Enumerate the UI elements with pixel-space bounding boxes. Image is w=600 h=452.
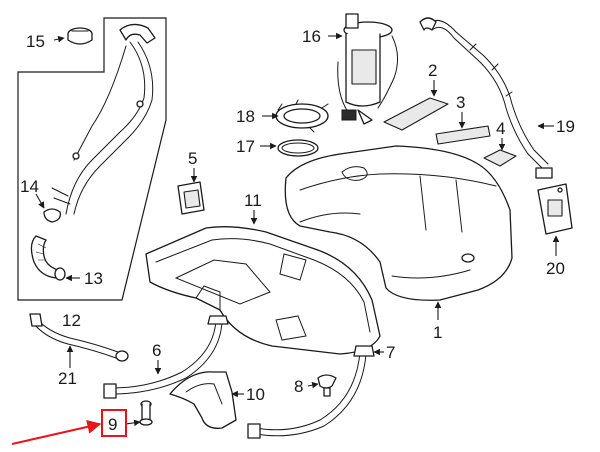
vent-hose-part[interactable] bbox=[29, 313, 129, 362]
highlight-box bbox=[101, 409, 127, 437]
callout-19: 19 bbox=[556, 117, 575, 136]
callout-17: 17 bbox=[236, 137, 255, 156]
tank-strap-part[interactable] bbox=[103, 315, 229, 399]
fuel-cap-part[interactable] bbox=[67, 27, 93, 45]
sensor-part[interactable] bbox=[177, 181, 205, 215]
filler-hose-part[interactable] bbox=[30, 235, 66, 281]
lock-ring-part[interactable] bbox=[275, 99, 329, 133]
callout-15: 15 bbox=[26, 32, 45, 51]
filler-group-outline bbox=[17, 17, 167, 301]
bolt-9-part[interactable] bbox=[139, 400, 153, 426]
highlight-arrow bbox=[11, 419, 102, 445]
callout-12: 12 bbox=[62, 311, 81, 330]
callout-6: 6 bbox=[152, 341, 161, 360]
pad-part[interactable] bbox=[435, 125, 491, 145]
callout-3: 3 bbox=[456, 93, 465, 112]
fuel-pump-module-part[interactable] bbox=[337, 13, 398, 125]
callout-7: 7 bbox=[386, 343, 395, 362]
callout-9[interactable]: 9 bbox=[108, 415, 117, 434]
callout-4: 4 bbox=[496, 119, 505, 138]
filler-pipe-part[interactable] bbox=[51, 23, 156, 215]
fuel-tank-part[interactable] bbox=[284, 145, 513, 301]
clip-part[interactable] bbox=[43, 208, 61, 223]
callout-13: 13 bbox=[84, 269, 103, 288]
tank-protector-part[interactable] bbox=[145, 226, 381, 355]
callout-2: 2 bbox=[428, 61, 437, 80]
bolt-8-part[interactable] bbox=[317, 374, 337, 397]
heat-shield-part[interactable] bbox=[383, 97, 449, 131]
callout-16: 16 bbox=[302, 27, 321, 46]
callout-18: 18 bbox=[236, 107, 255, 126]
gasket-part[interactable] bbox=[277, 139, 319, 157]
callout-5: 5 bbox=[188, 149, 197, 168]
bracket-part[interactable] bbox=[537, 183, 573, 235]
callout-14: 14 bbox=[20, 177, 39, 196]
callout-labels: 15 16 2 3 4 19 18 17 5 11 14 13 12 20 1 … bbox=[20, 27, 575, 434]
tank-strap-rear-part[interactable] bbox=[247, 345, 375, 439]
vapor-tube-part[interactable] bbox=[419, 17, 553, 179]
leader-lines bbox=[35, 32, 560, 427]
callout-8: 8 bbox=[294, 377, 303, 396]
heat-insulator-part[interactable] bbox=[169, 371, 237, 429]
callout-10: 10 bbox=[246, 385, 265, 404]
insulator-part[interactable] bbox=[483, 149, 517, 167]
callout-11: 11 bbox=[244, 191, 262, 210]
callout-20: 20 bbox=[546, 259, 565, 278]
callout-1: 1 bbox=[433, 323, 442, 342]
callout-21: 21 bbox=[58, 369, 77, 388]
